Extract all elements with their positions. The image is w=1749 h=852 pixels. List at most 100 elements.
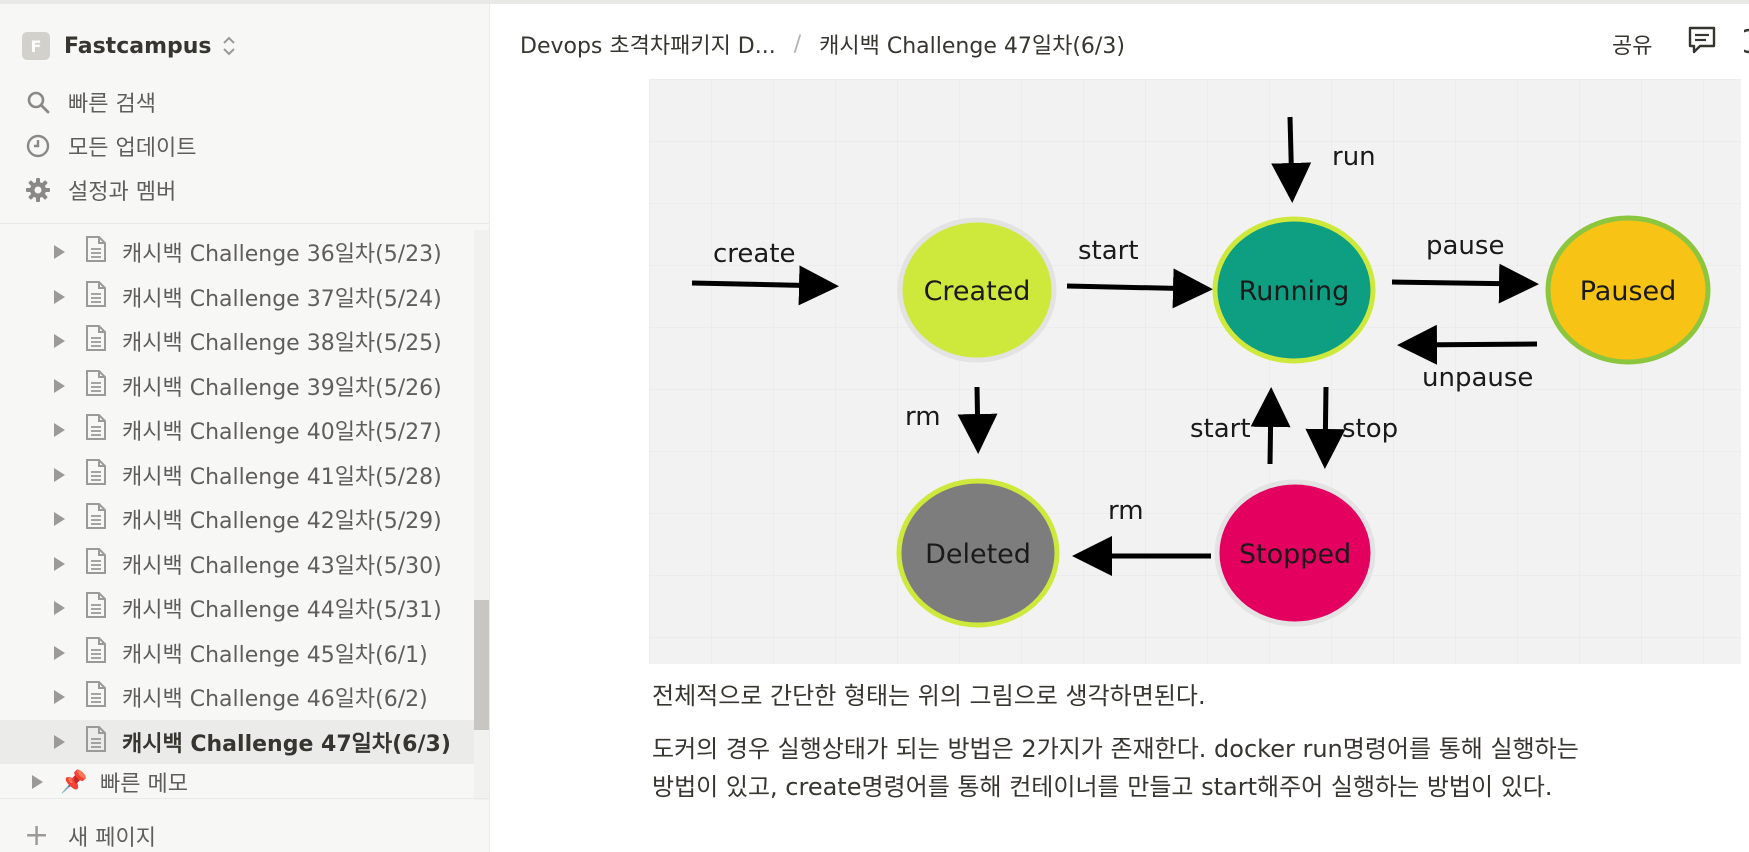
sidebar-page-item[interactable]: 캐시백 Challenge 46일차(6/2) bbox=[0, 675, 474, 719]
document-icon bbox=[84, 591, 108, 625]
paragraph-body-line2: 방법이 있고, create명령어를 통해 컨테이너를 만들고 start해주어… bbox=[652, 773, 1553, 801]
sidebar-page-label: 캐시백 Challenge 38일차(5/25) bbox=[122, 331, 442, 356]
sidebar-page-label: 캐시백 Challenge 44일차(5/31) bbox=[122, 598, 442, 623]
expand-triangle-icon[interactable] bbox=[54, 467, 65, 482]
sidebar-page-label: 캐시백 Challenge 40일차(5/27) bbox=[122, 420, 442, 445]
chevron-updown-icon bbox=[222, 36, 235, 56]
state-stopped bbox=[1214, 479, 1376, 627]
page-header: Devops 초격차패키지 D... / 캐시백 Challenge 47일차(… bbox=[490, 4, 1749, 80]
state-deleted bbox=[896, 478, 1060, 628]
docker-lifecycle-diagram: create run start pause unpause rm start … bbox=[649, 79, 1741, 664]
state-deleted-label: Deleted bbox=[925, 539, 1031, 570]
sidebar-item-quick-memo[interactable]: 📌 빠른 메모 bbox=[0, 760, 474, 800]
label-rm-created: rm bbox=[905, 402, 941, 432]
nav-label: 빠른 검색 bbox=[68, 92, 156, 117]
arrow-start-stopped bbox=[1250, 387, 1291, 465]
sidebar-page-item[interactable]: 캐시백 Challenge 36일차(5/23) bbox=[0, 230, 474, 274]
document-icon bbox=[84, 280, 108, 314]
sidebar-page-label: 캐시백 Challenge 37일차(5/24) bbox=[122, 286, 442, 312]
expand-triangle-icon[interactable] bbox=[54, 245, 65, 259]
pushpin-icon: 📌 bbox=[60, 769, 88, 795]
nav-label: 설정과 멤버 bbox=[68, 180, 177, 205]
expand-triangle-icon[interactable] bbox=[32, 775, 43, 789]
sidebar-page-item[interactable]: 캐시백 Challenge 40일차(5/27) bbox=[0, 408, 474, 452]
new-page-button[interactable]: + 새 페이지 bbox=[24, 818, 156, 852]
document-icon bbox=[84, 636, 108, 670]
diagram-grid bbox=[649, 79, 1741, 664]
arrow-run bbox=[1271, 116, 1312, 203]
arrow-stop bbox=[1305, 386, 1346, 469]
expand-triangle-icon[interactable] bbox=[54, 289, 65, 304]
sidebar-page-item[interactable]: 캐시백 Challenge 47일차(6/3) bbox=[0, 719, 474, 764]
sidebar-page-label: 캐시백 Challenge 39일차(5/26) bbox=[122, 375, 442, 401]
state-paused-label: Paused bbox=[1580, 276, 1677, 307]
label-run: run bbox=[1332, 142, 1376, 172]
nav-all-updates[interactable]: 모든 업데이트 bbox=[22, 128, 196, 164]
document-icon bbox=[84, 369, 108, 403]
comment-icon[interactable] bbox=[1686, 24, 1718, 56]
sidebar-page-item[interactable]: 캐시백 Challenge 37일차(5/24) bbox=[0, 275, 474, 319]
nav-quick-search[interactable]: 빠른 검색 bbox=[22, 84, 156, 120]
expand-triangle-icon[interactable] bbox=[54, 645, 65, 660]
expand-triangle-icon[interactable] bbox=[54, 334, 65, 348]
sidebar-scrollbar-thumb[interactable] bbox=[474, 600, 489, 730]
sidebar-page-label: 캐시백 Challenge 42일차(5/29) bbox=[122, 509, 442, 534]
arrow-unpause bbox=[1397, 324, 1538, 365]
sidebar-page-label: 캐시백 Challenge 46일차(6/2) bbox=[122, 687, 428, 712]
state-created bbox=[897, 217, 1057, 363]
sidebar-page-label: 캐시백 Challenge 43일차(5/30) bbox=[122, 553, 442, 579]
sidebar-page-item[interactable]: 캐시백 Challenge 44일차(5/31) bbox=[0, 586, 474, 630]
page-tree: 캐시백 Challenge 36일차(5/23) 캐시백 Challenge 37… bbox=[0, 230, 474, 800]
sidebar-page-item[interactable]: 캐시백 Challenge 43일차(5/30) bbox=[0, 542, 474, 586]
sidebar-page-item[interactable]: 캐시백 Challenge 39일차(5/26) bbox=[0, 364, 474, 408]
nav-settings-members[interactable]: 설정과 멤버 bbox=[22, 172, 176, 208]
expand-triangle-icon[interactable] bbox=[54, 423, 65, 437]
state-running bbox=[1212, 216, 1376, 364]
paragraph-summary: 전체적으로 간단한 형태는 위의 그림으로 생각하면된다. bbox=[652, 682, 1206, 710]
sidebar-page-item[interactable]: 캐시백 Challenge 41일차(5/28) bbox=[0, 453, 474, 497]
label-unpause: unpause bbox=[1422, 363, 1533, 393]
sidebar-page-label: 빠른 메모 bbox=[100, 772, 188, 797]
arrow-pause bbox=[1391, 263, 1539, 304]
label-start-stopped: start bbox=[1190, 414, 1251, 444]
label-pause: pause bbox=[1426, 231, 1504, 261]
document-icon bbox=[84, 413, 108, 447]
label-start: start bbox=[1078, 236, 1139, 266]
expand-triangle-icon[interactable] bbox=[54, 690, 65, 704]
clock-icon[interactable] bbox=[1744, 28, 1749, 54]
arrow-rm-created bbox=[957, 386, 998, 454]
breadcrumb-item-parent[interactable]: Devops 초격차패키지 D... bbox=[520, 34, 776, 59]
paragraph-body-line1: 도커의 경우 실행상태가 되는 방법은 2가지가 존재한다. docker ru… bbox=[652, 735, 1579, 763]
clock-icon bbox=[22, 130, 54, 162]
sidebar-page-label: 캐시백 Challenge 45일차(6/1) bbox=[122, 642, 428, 668]
sidebar-page-item[interactable]: 캐시백 Challenge 42일차(5/29) bbox=[0, 497, 474, 541]
state-created-label: Created bbox=[924, 276, 1031, 307]
breadcrumb-item-current[interactable]: 캐시백 Challenge 47일차(6/3) bbox=[819, 34, 1125, 59]
diagram-canvas: create run start pause unpause rm start … bbox=[649, 79, 1741, 664]
divider bbox=[0, 798, 489, 799]
expand-triangle-icon[interactable] bbox=[54, 512, 65, 526]
sidebar-page-label: 캐시백 Challenge 47일차(6/3) bbox=[122, 731, 451, 757]
document-icon bbox=[84, 680, 108, 714]
arrow-create bbox=[691, 265, 839, 306]
expand-triangle-icon[interactable] bbox=[54, 556, 65, 571]
expand-triangle-icon[interactable] bbox=[54, 601, 65, 615]
state-running-label: Running bbox=[1239, 276, 1350, 307]
new-page-label: 새 페이지 bbox=[68, 826, 156, 851]
label-create: create bbox=[713, 239, 796, 269]
document-icon bbox=[84, 324, 108, 358]
gear-icon bbox=[22, 174, 54, 206]
sidebar-page-item[interactable]: 캐시백 Challenge 45일차(6/1) bbox=[0, 631, 474, 675]
document-icon bbox=[84, 235, 108, 269]
sidebar-page-item[interactable]: 캐시백 Challenge 38일차(5/25) bbox=[0, 319, 474, 363]
arrow-start bbox=[1066, 268, 1213, 309]
workspace-switcher[interactable]: F Fastcampus bbox=[22, 28, 236, 64]
workspace-avatar: F bbox=[22, 32, 50, 60]
search-icon bbox=[22, 86, 54, 118]
expand-triangle-icon[interactable] bbox=[54, 734, 65, 749]
label-rm-stopped: rm bbox=[1108, 496, 1144, 526]
divider bbox=[0, 223, 489, 224]
document-icon bbox=[84, 725, 108, 759]
share-button[interactable]: 공유 bbox=[1612, 34, 1653, 59]
expand-triangle-icon[interactable] bbox=[54, 378, 65, 393]
